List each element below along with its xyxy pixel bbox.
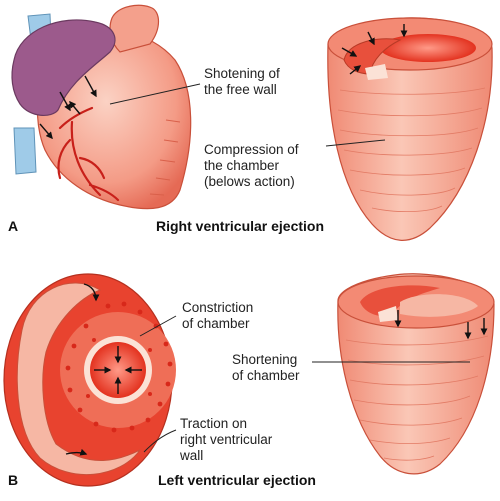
panel-letter-b: B [8,472,19,488]
leader-compression [325,139,386,147]
arrow-icon [83,283,100,302]
arrow-icon [341,47,358,57]
arrow-icon [59,91,71,112]
arrow-icon [349,65,362,75]
left-ventricle-cone [337,273,495,475]
leader-traction [143,429,177,453]
label-traction-rv-wall: Traction on right ventricular wall [180,416,273,463]
ventricle-cross-section [3,273,176,487]
right-atrium [11,19,116,116]
arrow-icon [367,31,375,46]
arrow-icon [69,100,81,115]
label-shortening-chamber: Shortening of chamber [232,352,300,383]
label-shortening-free-wall: Shotening of the free wall [204,66,280,97]
label-constriction-chamber: Constriction of chamber [182,300,254,331]
arrow-icon [65,448,88,456]
arrow-icon [39,123,53,140]
label-compression-chamber: Compression of the chamber (belows actio… [204,142,299,189]
panel-b-title: Left ventricular ejection [158,472,316,488]
panel-letter-a: A [8,218,19,234]
leader-free-wall [109,83,201,105]
panel-a-title: Right ventricular ejection [156,218,325,234]
right-ventricle-cone [327,17,493,241]
leader-constriction [139,315,177,337]
coronary-artery [57,106,120,202]
arrow-icon [84,75,97,98]
right-heart-illustration [11,4,192,210]
